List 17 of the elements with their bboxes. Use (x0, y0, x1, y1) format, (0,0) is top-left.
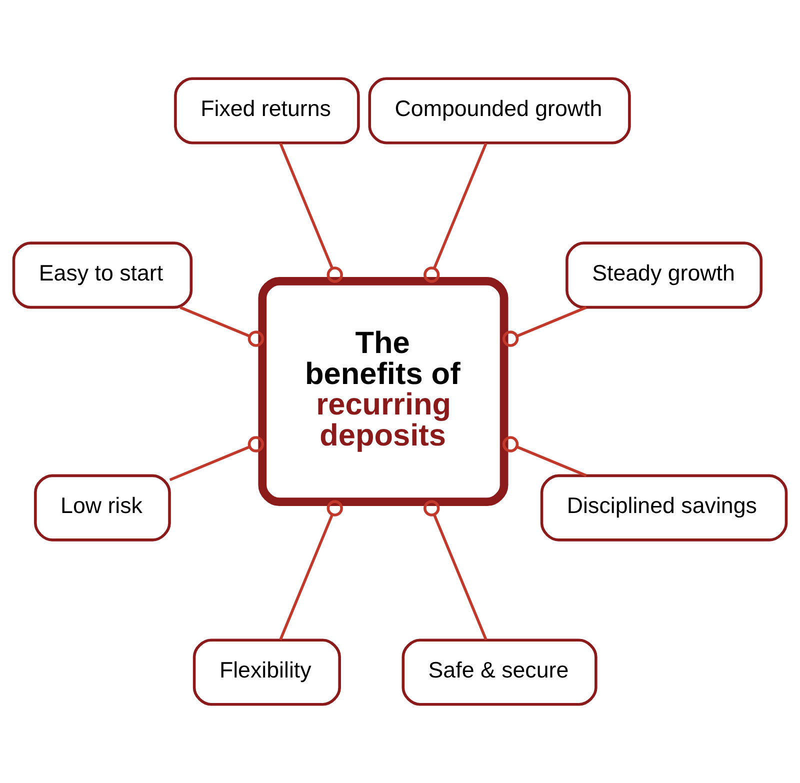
node-box: Fixed returns (174, 77, 360, 144)
node-box: Compounded growth (368, 77, 631, 144)
connector (502, 306, 587, 347)
connector (180, 306, 264, 347)
node-box: The benefits of recurring deposits (258, 276, 508, 506)
node-box: Disciplined savings (540, 474, 788, 542)
node-box: Steady growth (566, 242, 762, 309)
node-box: Flexibility (192, 638, 341, 706)
node-box: Easy to start (12, 242, 193, 309)
connector (424, 500, 488, 640)
connector (169, 436, 264, 482)
connector (502, 436, 587, 477)
connector (279, 142, 343, 283)
connector (424, 142, 488, 283)
connector (279, 500, 343, 640)
node-box: Low risk (34, 474, 171, 542)
node-box: Safe & secure (402, 638, 598, 706)
